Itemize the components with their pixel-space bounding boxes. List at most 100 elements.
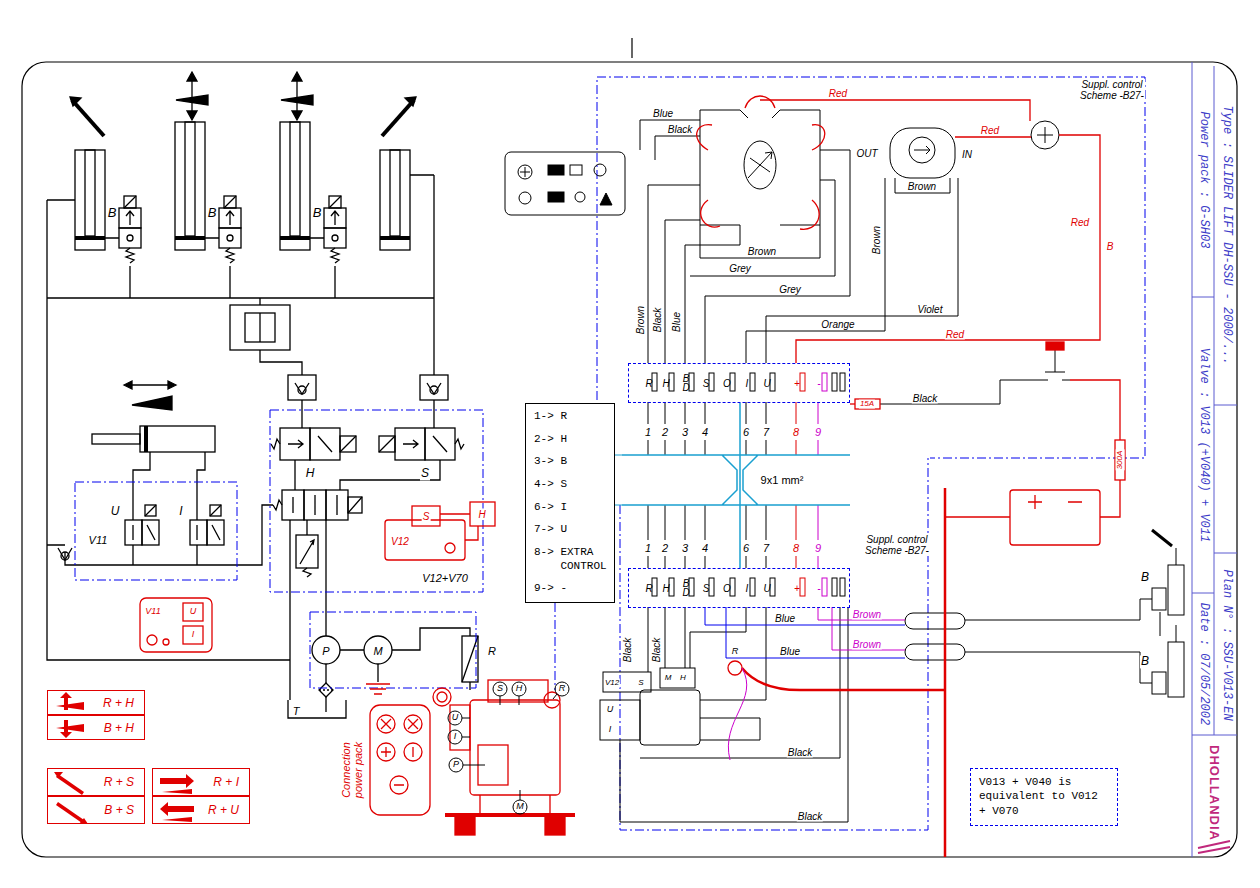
- switch-wiring: [603, 672, 651, 692]
- control-panel-icon: [520, 167, 530, 177]
- terminal-name: H: [662, 584, 669, 593]
- terminal-name: U: [763, 379, 770, 388]
- schematic-label: Black: [912, 393, 938, 404]
- title-block-text: Date : 07/05/2002: [1196, 602, 1209, 726]
- schematic-label: 15A: [859, 400, 875, 409]
- schematic-label: 2: [661, 426, 669, 438]
- switch-wiring: [895, 178, 950, 193]
- terminal-pin: [770, 373, 775, 391]
- terminal-pin: [800, 578, 805, 596]
- component-picture: [440, 514, 478, 540]
- hydraulic-circuit: [380, 150, 410, 250]
- switch-wiring: [890, 128, 955, 178]
- schematic-label: B: [1140, 655, 1150, 668]
- schematic-label: S: [496, 684, 504, 694]
- switch-wiring: [1152, 672, 1166, 694]
- hydraulic-circuit: [288, 375, 316, 400]
- logo-text: DHOLLANDIA: [1207, 744, 1221, 842]
- schematic-label: B: [1140, 571, 1150, 584]
- switch-wiring: [1152, 530, 1172, 546]
- component-picture: [147, 635, 157, 645]
- hydraulic-circuit: [259, 313, 260, 342]
- component-picture: [412, 506, 440, 526]
- switch-wiring: [1031, 121, 1059, 149]
- hydraulic-circuit: [119, 228, 141, 248]
- switch-wiring: [640, 690, 700, 745]
- switch-wiring: [905, 613, 965, 629]
- schematic-label: M: [372, 645, 383, 657]
- hydraulic-circuit: [382, 100, 414, 136]
- logo-mark: [1198, 841, 1230, 853]
- harness: [622, 455, 850, 505]
- schematic-label: Black: [651, 637, 662, 663]
- schematic-label: 3: [681, 426, 689, 438]
- hydraulic-circuit: [47, 175, 434, 660]
- component-picture: [183, 626, 203, 644]
- terminal-name: U: [763, 584, 770, 593]
- node-text: B + S: [104, 803, 134, 817]
- schematic-label: Black: [667, 124, 693, 135]
- switch-wiring: [600, 110, 1184, 822]
- component-picture: [370, 705, 430, 815]
- schematic-label: 4: [701, 426, 709, 438]
- title-block-rules: [1214, 405, 1237, 406]
- schematic-label: 7: [762, 426, 770, 438]
- cable-label: 9x1 mm²: [760, 474, 805, 486]
- terminal-pin: [822, 373, 827, 391]
- power-wire: [1046, 342, 1064, 350]
- schematic-label: Connection power pack: [340, 734, 364, 806]
- callout-circle: [555, 682, 569, 696]
- hydraulic-circuit: [302, 400, 434, 428]
- title-block-rules: [1192, 297, 1214, 298]
- switch-wiring: [744, 141, 776, 189]
- control-panel-icon: [548, 192, 564, 202]
- module-outline: [310, 612, 476, 688]
- terminal-pin: [800, 373, 805, 391]
- switch-wiring: [700, 110, 820, 225]
- switch-wiring: [648, 150, 958, 363]
- hydraulic-circuit: [364, 636, 392, 664]
- component-picture: [183, 603, 203, 621]
- terminal-pin: [709, 373, 714, 391]
- schematic-label: Violet: [917, 304, 944, 315]
- function-icon: [160, 802, 194, 816]
- page-frame: [22, 62, 1237, 857]
- hydraulic-circuit: [332, 235, 338, 241]
- harness: [648, 402, 766, 455]
- title-block-rules: [1192, 62, 1193, 857]
- component-picture: [470, 502, 495, 526]
- callout-circle: [448, 730, 462, 744]
- schematic-label: 7: [762, 542, 770, 554]
- hydraulic-circuit: [390, 150, 400, 236]
- title-block-rules: [1214, 553, 1237, 554]
- power-wire: [1115, 440, 1125, 480]
- function-icon: [162, 789, 192, 794]
- harness: [615, 402, 850, 568]
- schematic-label: H: [679, 674, 687, 683]
- note-box: V013 + V040 is equivalent to V012 + V070: [970, 768, 1118, 826]
- schematic-label: Red: [828, 88, 848, 99]
- terminal-pin: [750, 578, 755, 596]
- schematic-label: R: [731, 647, 740, 657]
- schematic-label: Brown: [852, 639, 882, 650]
- module-outline: [75, 77, 1145, 830]
- harness: [615, 455, 622, 505]
- node-text: B + H: [104, 721, 134, 735]
- switch-wiring: [880, 350, 1070, 404]
- hydraulic-circuit: [295, 460, 440, 490]
- schematic-label: Orange: [820, 319, 855, 330]
- terminal-pin: [669, 578, 674, 596]
- switch-wiring: [1160, 612, 1161, 636]
- earth-wire: [728, 607, 905, 760]
- schematic-label: Black: [797, 811, 823, 822]
- schematic-label: 6: [742, 426, 750, 438]
- schematic-label: M: [515, 802, 525, 812]
- control-panel-icon: [505, 152, 625, 215]
- function-icon: [56, 702, 84, 710]
- terminal-pin: [770, 578, 775, 596]
- hydraulic-circuit: [140, 426, 215, 452]
